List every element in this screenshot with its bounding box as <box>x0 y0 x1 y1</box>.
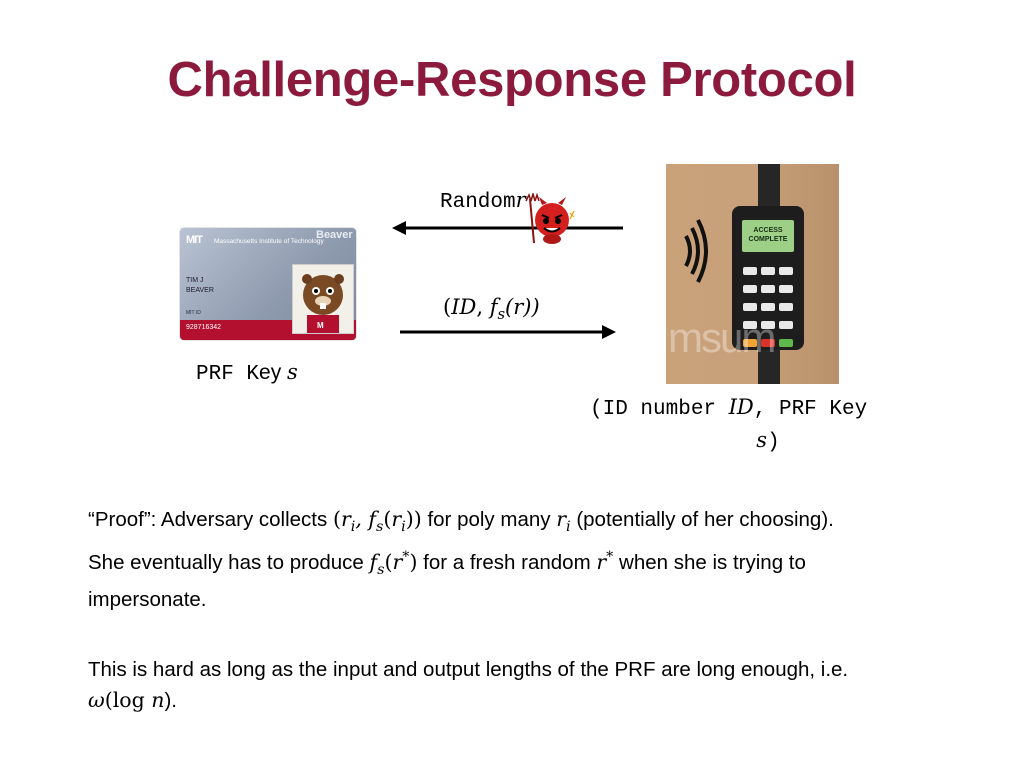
keypad-key <box>743 285 757 293</box>
proof-math-ri: ri <box>556 507 571 536</box>
hardness-n: n <box>151 688 165 712</box>
hardness-paragraph: This is hard as long as the input and ou… <box>88 655 988 716</box>
response-paren: ( <box>443 295 452 319</box>
keypad-key <box>779 285 793 293</box>
reader-caption-line1: (ID number ID, PRF Key <box>590 392 970 425</box>
challenge-label-text: Random <box>440 191 516 214</box>
contactless-waves-icon <box>684 219 708 283</box>
reader-keypad <box>741 264 795 354</box>
proof-line2: She eventually has to produce fs(r*) for… <box>88 542 988 585</box>
slide-title: Challenge-Response Protocol <box>167 53 857 107</box>
reader-caption-line2: s) <box>590 425 946 458</box>
reader-caption-close: ) <box>767 431 780 454</box>
card-banner: Beaver <box>316 229 353 241</box>
keypad-key <box>743 321 757 329</box>
beaver-mascot-icon: M <box>302 274 344 333</box>
reader-device: ACCESS COMPLETE <box>732 206 804 350</box>
keypad-key <box>779 267 793 275</box>
keypad-key <box>779 321 793 329</box>
keypad-key-green <box>779 339 793 347</box>
proof-line1: “Proof”: Adversary collects (ri, fs(ri))… <box>88 504 988 542</box>
reader-caption-open: (ID number <box>590 398 729 421</box>
proof-text-b: for poly many <box>421 508 557 531</box>
mit-logo: MIT <box>186 234 203 246</box>
keypad-key <box>743 303 757 311</box>
card-key-caption: PRF Key s <box>196 357 298 390</box>
proof-math-rstar: r* <box>596 549 614 574</box>
card-key-prefix: PRF K <box>196 363 260 386</box>
keypad-key <box>779 303 793 311</box>
response-comma: , <box>476 295 490 319</box>
proof-text-a: “Proof”: Adversary collects <box>88 508 333 531</box>
card-photo: M <box>292 264 354 334</box>
challenge-label: Randomr <box>440 185 526 218</box>
hardness-omega: ω <box>88 688 105 712</box>
proof-line3: impersonate. <box>88 588 207 612</box>
reader-caption-key: , PRF Key <box>753 398 868 421</box>
keypad-key <box>761 303 775 311</box>
card-key-var: s <box>287 360 298 384</box>
hardness-line2: ω(log n). <box>88 685 988 716</box>
proof-text-c: (potentially of her choosing). <box>570 508 834 531</box>
hardness-end: ). <box>164 689 177 712</box>
keypad-key <box>743 267 757 275</box>
card-name-line1: TIM J <box>186 277 204 284</box>
reader-screen-line2: COMPLETE <box>748 236 788 243</box>
diagram-arrows <box>392 221 623 339</box>
proof-text-d: She eventually has to produce <box>88 550 370 574</box>
proof-text-e: for a fresh random <box>417 550 597 574</box>
challenge-arrow <box>392 221 623 235</box>
svg-text:M: M <box>317 321 324 330</box>
keypad-key <box>761 321 775 329</box>
devil-adversary-icon <box>525 193 575 244</box>
response-sub: s <box>497 306 506 324</box>
reader-caption: (ID number ID, PRF Key s) <box>590 392 970 458</box>
response-f: f <box>489 295 498 319</box>
reader-screen: ACCESS COMPLETE <box>742 220 794 252</box>
mit-id-card: MIT Massachusetts Institute of Technolog… <box>180 228 356 340</box>
card-id-label: MIT ID <box>186 310 201 316</box>
card-holder-name: TIM J BEAVER <box>186 276 214 296</box>
card-name-line2: BEAVER <box>186 287 214 294</box>
reader-caption-id: ID <box>728 395 754 419</box>
challenge-var: r <box>515 188 526 212</box>
card-key-suffix: ey <box>259 361 282 384</box>
keypad-key-orange <box>743 339 757 347</box>
response-id: ID <box>451 295 477 319</box>
card-id-number: 928716342 <box>186 324 222 331</box>
keypad-key-red <box>761 339 775 347</box>
reader-watermark: msum <box>668 314 776 361</box>
proof-math-fs: fs(r*) <box>369 549 418 579</box>
reader-screen-line1: ACCESS <box>753 227 783 234</box>
hardness-log: (log <box>104 688 152 712</box>
card-institution: Massachusetts Institute of Technology <box>214 238 324 245</box>
keypad-key <box>761 267 775 275</box>
proof-text-f: when she is trying to <box>613 550 806 574</box>
response-label: (ID, fs(r)) <box>443 292 540 330</box>
proof-math-pair: (ri, fs(ri)) <box>332 507 422 536</box>
response-arg: (r)) <box>505 295 540 319</box>
card-reader-photo: ACCESS COMPLETE msum <box>666 164 839 384</box>
response-arrow <box>400 325 616 339</box>
proof-paragraph: “Proof”: Adversary collects (ri, fs(ri))… <box>88 504 988 615</box>
keypad-key <box>761 285 775 293</box>
hardness-line1: This is hard as long as the input and ou… <box>88 658 849 681</box>
reader-caption-var: s <box>756 428 768 452</box>
